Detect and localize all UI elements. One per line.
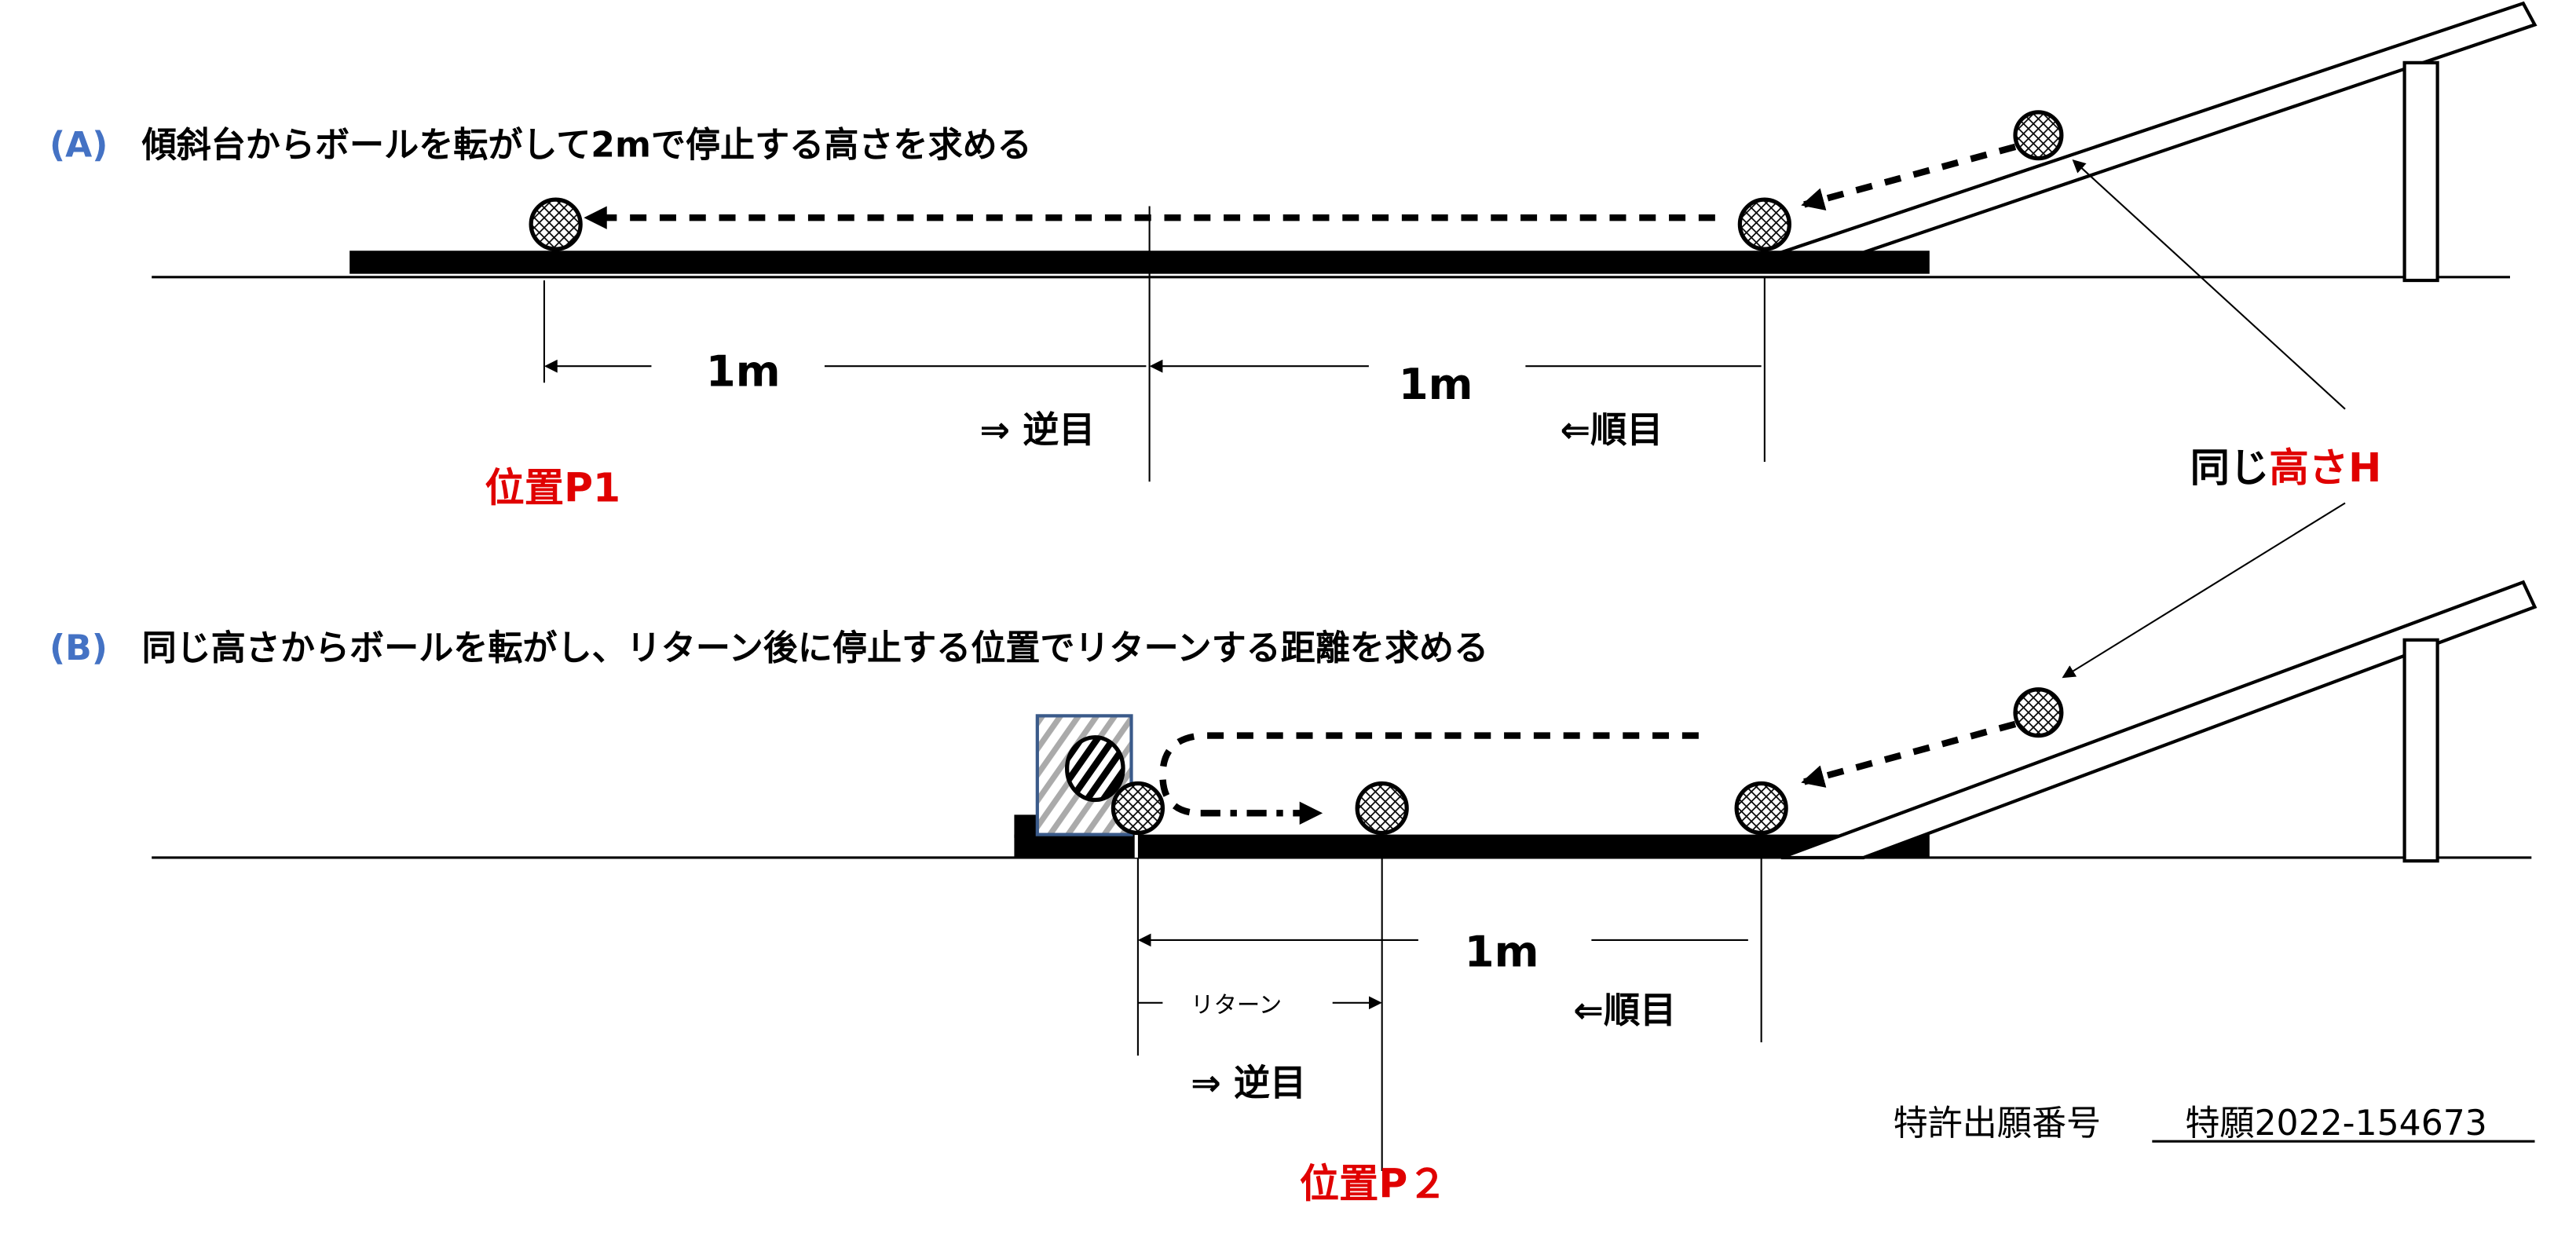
section-b-title: 同じ高さからボールを転がし、リターン後に停止する位置でリターンする距離を求める [142, 628, 1489, 668]
position-p1-label: 位置P1 [485, 464, 620, 511]
ramp-support-b [2402, 638, 2439, 863]
same-height-prefix: 同じ [2190, 445, 2270, 491]
section-a-title: 傾斜台からボールを転がして2mで停止する高さを求める [141, 126, 1032, 166]
ball-b-start [1734, 781, 1788, 836]
section-a-label: (A) [49, 126, 108, 166]
pointer-line-a [2072, 159, 2346, 410]
ball-b-stop [1355, 781, 1409, 836]
return-path-arrow [1159, 732, 1699, 817]
forward-label-a: ⇐順目 [1560, 408, 1663, 451]
roll-arrow-b-ramp [1801, 720, 2017, 788]
reverse-label-a: ⇒ 逆目 [979, 408, 1095, 451]
ramp-b [1780, 580, 2538, 860]
ball-a-ramp [2013, 110, 2064, 161]
ramp-a [1780, 1, 2538, 254]
mat-a [349, 251, 1930, 274]
return-label: リターン [1191, 991, 1282, 1018]
roll-arrow-a-ramp [1801, 143, 2017, 210]
same-height-note: 同じ高さH [2190, 445, 2382, 491]
ball-a-start [1737, 197, 1791, 251]
patent-number: 特願2022-154673 [2185, 1103, 2487, 1144]
same-height-highlight: 高さH [2269, 445, 2381, 491]
position-p2-label: 位置P２ [1300, 1161, 1447, 1207]
patent-label: 特許出願番号 [1894, 1103, 2101, 1144]
dim-label-b: 1m [1465, 927, 1539, 977]
striped-ball [1064, 735, 1125, 803]
mat-b [1014, 834, 1930, 858]
reverse-label-b: ⇒ 逆目 [1191, 1061, 1306, 1103]
dim-label-a-right: 1m [1399, 359, 1473, 409]
dim-label-a-left: 1m [706, 346, 781, 396]
pointer-line-b [2062, 502, 2346, 679]
ball-b-ramp [2013, 687, 2064, 738]
forward-label-b: ⇐順目 [1573, 989, 1676, 1031]
ball-b-return [1111, 781, 1165, 836]
ramp-support-a [2402, 60, 2439, 283]
section-b-label: (B) [49, 628, 108, 668]
ball-a-stop [529, 197, 583, 251]
